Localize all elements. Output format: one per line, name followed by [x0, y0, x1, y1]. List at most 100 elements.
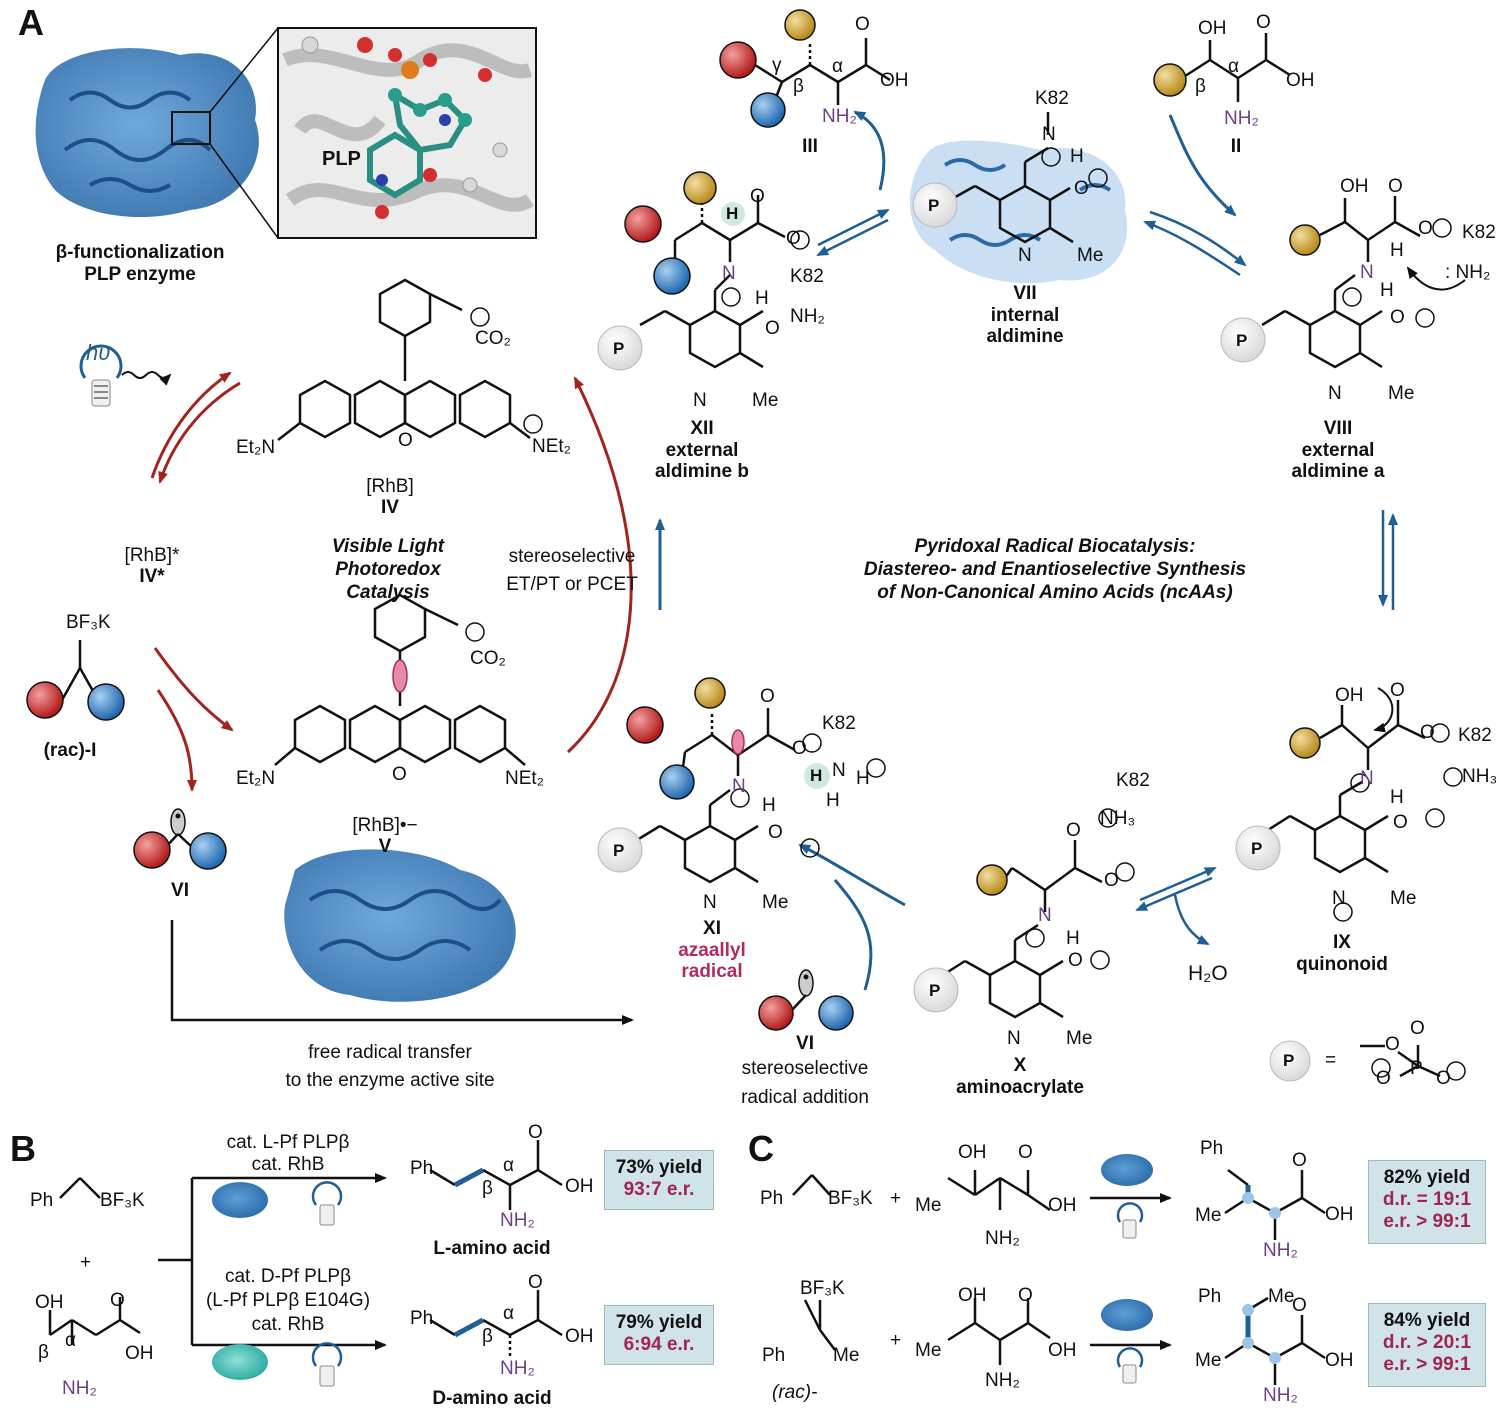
c-result1-box: 82% yield d.r. = 19:1 e.r. > 99:1 — [1368, 1160, 1486, 1244]
iv-et2n: Et₂N — [236, 437, 276, 458]
b-prod2-o: O — [528, 1272, 543, 1293]
vii-me: Me — [1077, 245, 1104, 266]
b-cond2-line2: (L-Pf PLPβ E104G) — [205, 1290, 371, 1311]
viii-name2: aldimine a — [1291, 461, 1385, 482]
legend-o: O — [1385, 1034, 1400, 1055]
vii-h: H — [1070, 146, 1084, 167]
v-name: [RhB]•− — [352, 815, 418, 836]
viii-h: H — [1390, 240, 1404, 261]
ii-oh: OH — [1286, 70, 1315, 91]
xi-me: Me — [762, 892, 789, 913]
lightbulb-icon-b2 — [311, 1342, 343, 1387]
c2p-ph: Ph — [1198, 1286, 1222, 1307]
b-alpha: α — [65, 1330, 76, 1351]
b-yield2: 79% yield — [615, 1312, 703, 1333]
b-prod1-o: O — [528, 1122, 543, 1143]
x-structure — [942, 840, 1103, 1019]
b-prod1-nh2: NH₂ — [500, 1210, 535, 1231]
xii-id: XII — [690, 418, 714, 439]
rac-i-id: (rac)-I — [43, 740, 97, 761]
c2-plus: + — [890, 1330, 902, 1351]
transfer-line1: free radical transfer — [308, 1042, 472, 1063]
b-oh: OH — [35, 1292, 64, 1313]
ix-k82: K82 — [1458, 725, 1492, 746]
vii-name2: aldimine — [986, 326, 1064, 347]
b-prod2-nh2: NH₂ — [500, 1358, 535, 1379]
ix-o: O — [1390, 680, 1405, 701]
b-cond1-line1: cat. L-Pf PLPβ — [226, 1132, 350, 1153]
iii-gamma: γ — [772, 55, 782, 76]
legend-eq: = — [1325, 1050, 1337, 1071]
xii-o2: O — [786, 228, 801, 249]
b-prod2-oh: OH — [565, 1326, 594, 1347]
b-plus: + — [80, 1252, 92, 1273]
xi-name2: radical — [681, 961, 743, 982]
c1-oh2: OH — [1048, 1195, 1077, 1216]
b-cond2-line3: cat. RhB — [251, 1314, 325, 1335]
c-er1: e.r. > 99:1 — [1383, 1211, 1471, 1232]
ix-o2: O — [1420, 722, 1435, 743]
water-label: H₂O — [1188, 962, 1228, 985]
lightbulb-icon — [79, 344, 123, 407]
b-ph: Ph — [30, 1190, 54, 1211]
c-er2: e.r. > 99:1 — [1383, 1354, 1471, 1375]
xii-hbond: H — [755, 288, 769, 309]
addition-line2: radical addition — [741, 1087, 869, 1108]
iv-excited-id: IV* — [139, 566, 165, 587]
viii-n: N — [1360, 262, 1374, 283]
xii-o: O — [750, 186, 765, 207]
iii-oh: OH — [880, 70, 909, 91]
vii-id: VII — [1013, 283, 1037, 304]
xi-h-transfer: H — [810, 766, 823, 785]
b-er1: 93:7 e.r. — [623, 1179, 695, 1200]
lightbulb-icon-b1 — [311, 1181, 343, 1226]
c2p-nh2: NH₂ — [1263, 1385, 1298, 1406]
enzyme-icon-b2 — [212, 1344, 268, 1380]
c1-plus: + — [890, 1188, 902, 1209]
vii-ring-n: N — [1018, 245, 1032, 266]
xi-h2: H — [856, 768, 870, 789]
viii-o2: O — [1418, 218, 1433, 239]
xi-hbond: H — [762, 795, 776, 816]
c1-nh2: NH₂ — [985, 1228, 1020, 1249]
c2-o: O — [1018, 1285, 1033, 1306]
enzyme-icon-c1 — [1101, 1154, 1153, 1186]
c-dr2: d.r. > 20:1 — [1382, 1332, 1472, 1353]
ix-name: quinonoid — [1296, 954, 1388, 975]
viii-me: Me — [1388, 383, 1415, 404]
xi-n-lys: N — [832, 760, 846, 781]
xii-h: H — [726, 204, 739, 223]
c2p-me: Me — [1268, 1286, 1295, 1307]
x-k82: K82 — [1116, 770, 1150, 791]
ii-id: II — [1230, 136, 1242, 157]
c1-me: Me — [915, 1195, 942, 1216]
c2-nh2: NH₂ — [985, 1370, 1020, 1391]
iii-structure — [754, 38, 891, 105]
b-prod2-name: D-amino acid — [432, 1388, 552, 1409]
legend-o2: O — [1410, 1018, 1425, 1039]
b-beta: β — [38, 1342, 49, 1363]
vii-structure — [949, 112, 1074, 244]
viii-k82: K82 — [1462, 222, 1496, 243]
photoredox-line1: Visible Light — [331, 536, 445, 557]
c2p-me2: Me — [1195, 1350, 1222, 1371]
viii-oh: OH — [1340, 176, 1369, 197]
title-line1: Pyridoxal Radical Biocatalysis: — [914, 536, 1196, 557]
c1p-ph: Ph — [1200, 1138, 1224, 1159]
lightbulb-icon-c1 — [1116, 1202, 1144, 1239]
panel-a-label: A — [18, 2, 44, 43]
c2-oh: OH — [958, 1285, 987, 1306]
photoredox-line2: Photoredox — [335, 559, 441, 580]
xii-nh2: NH₂ — [790, 306, 825, 327]
b-prod1-ph: Ph — [410, 1158, 434, 1179]
vii-p: P — [928, 196, 940, 215]
ii-beta: β — [1195, 76, 1206, 97]
c-yield2: 84% yield — [1383, 1310, 1471, 1331]
enzyme-icon-c2 — [1101, 1299, 1153, 1331]
transfer-line2: to the enzyme active site — [285, 1070, 495, 1091]
rac-i-bf3k: BF₃K — [66, 612, 111, 633]
ii-o: O — [1256, 12, 1271, 33]
vi-left-id: VI — [171, 880, 189, 901]
b-prod1-alpha: α — [503, 1155, 514, 1176]
b-prod2-alpha: α — [503, 1303, 514, 1324]
